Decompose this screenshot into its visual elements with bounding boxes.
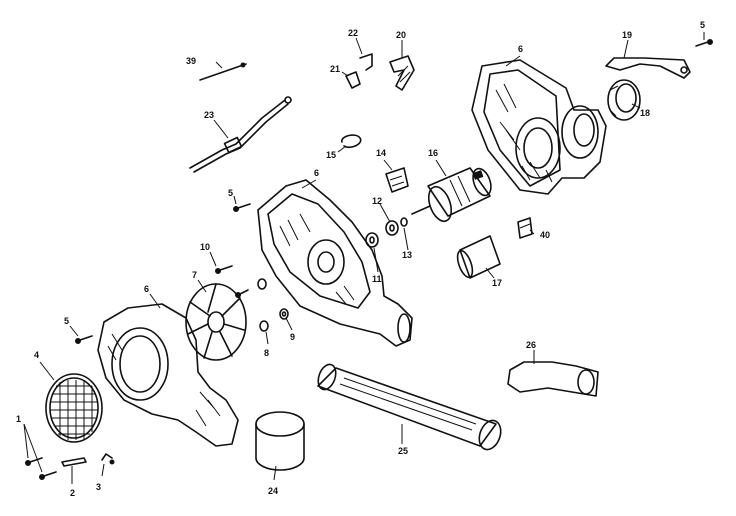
part-15-spring xyxy=(341,134,362,149)
part-40-clip xyxy=(517,217,533,239)
callout-5-left: 5 xyxy=(64,316,69,326)
callout-40: 40 xyxy=(540,230,550,240)
part-7-fan xyxy=(185,283,247,361)
part-5-screw-top xyxy=(695,39,713,47)
callout-6-left: 6 xyxy=(144,284,149,294)
callout-14: 14 xyxy=(376,148,386,158)
callout-15: 15 xyxy=(326,150,336,160)
part-22-clip xyxy=(359,53,373,71)
part-18-ring xyxy=(607,79,641,121)
part-12-washer xyxy=(385,220,399,236)
part-14-bracket xyxy=(385,167,409,193)
part-3-clip xyxy=(101,453,115,465)
part-23-cord xyxy=(189,96,292,173)
callout-11: 11 xyxy=(372,274,382,284)
part-1-screws xyxy=(25,457,57,480)
part-26-nozzle xyxy=(507,361,599,397)
callout-20: 20 xyxy=(396,30,406,40)
part-39-wire xyxy=(199,62,247,81)
callout-6-top: 6 xyxy=(518,44,523,54)
callout-5-top: 5 xyxy=(700,20,705,30)
callout-22: 22 xyxy=(348,28,358,38)
part-6-front-cover xyxy=(97,303,239,447)
callout-39: 39 xyxy=(186,56,196,66)
part-20-switch xyxy=(389,55,415,91)
callout-16: 16 xyxy=(428,148,438,158)
callout-21: 21 xyxy=(330,64,340,74)
callout-18: 18 xyxy=(640,108,650,118)
part-5-screw-left xyxy=(75,335,93,344)
callout-13: 13 xyxy=(402,250,412,260)
part-6-fan-housing xyxy=(257,179,413,347)
callout-19: 19 xyxy=(622,30,632,40)
callout-1: 1 xyxy=(16,414,21,424)
leader-lines xyxy=(23,32,705,484)
callout-25: 25 xyxy=(398,446,408,456)
part-21-clip xyxy=(345,71,361,89)
part-nut xyxy=(257,278,267,290)
part-2-pin xyxy=(61,457,87,467)
callout-4: 4 xyxy=(34,350,39,360)
part-10-screw xyxy=(215,265,233,274)
part-16-motor xyxy=(411,167,492,223)
part-17-sleeve xyxy=(456,235,501,279)
callout-24: 24 xyxy=(268,486,278,496)
callout-23: 23 xyxy=(204,110,214,120)
callout-2: 2 xyxy=(70,488,75,498)
callout-8: 8 xyxy=(264,348,269,358)
part-8-screw xyxy=(259,320,269,332)
part-24-sleeve xyxy=(255,411,305,471)
callout-12: 12 xyxy=(372,196,382,206)
part-6-rear-housing xyxy=(471,59,607,195)
callout-labels: 39 23 22 20 21 15 14 16 12 13 11 6 18 19… xyxy=(16,20,705,498)
callout-6-center: 6 xyxy=(314,168,319,178)
part-19-handle xyxy=(605,57,691,79)
callout-9: 9 xyxy=(290,332,295,342)
part-5-screw-center xyxy=(233,203,251,212)
callout-17: 17 xyxy=(492,278,502,288)
part-9-nut xyxy=(279,308,289,320)
callout-5-center: 5 xyxy=(228,188,233,198)
part-11-washer xyxy=(365,232,379,248)
callout-26: 26 xyxy=(526,340,536,350)
callout-7: 7 xyxy=(192,270,197,280)
part-4-grille xyxy=(45,373,103,443)
callout-10: 10 xyxy=(200,242,210,252)
part-13-washer xyxy=(400,217,408,227)
callout-3: 3 xyxy=(96,482,101,492)
part-25-tube xyxy=(317,363,502,451)
